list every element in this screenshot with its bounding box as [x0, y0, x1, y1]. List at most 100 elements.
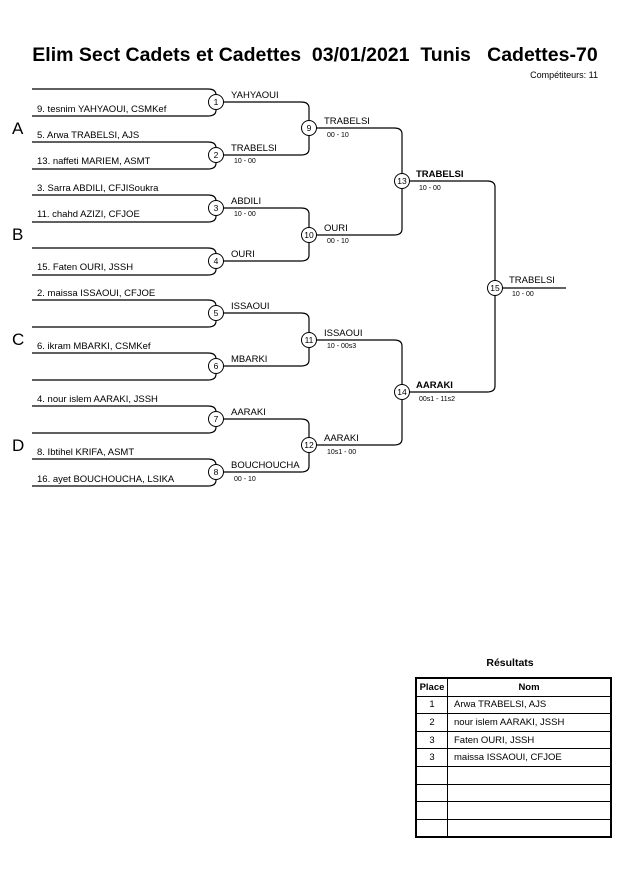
bracket-line — [309, 339, 403, 446]
match-score: 00 - 10 — [327, 238, 349, 245]
column-header-place: Place — [415, 677, 448, 697]
match-number: 15 — [490, 283, 500, 293]
match-number: 14 — [397, 387, 407, 397]
match-score: 10 - 00 — [419, 185, 441, 192]
match-score: 10 - 00 — [234, 211, 256, 218]
match-winner: AARAKI — [416, 380, 453, 391]
match-number-marker: 1 — [208, 94, 224, 110]
column-header-name: Nom — [447, 677, 612, 697]
pool-label: B — [12, 225, 23, 244]
match-number: 5 — [214, 308, 219, 318]
match-number-marker: 13 — [394, 173, 410, 189]
competitor-count: Compétiteurs: 11 — [530, 70, 598, 80]
result-name: nour islem AARAKI, JSSH — [447, 713, 612, 732]
match-number-marker: 6 — [208, 358, 224, 374]
match-winner: ISSAOUI — [324, 328, 363, 339]
pool-label: C — [12, 330, 24, 349]
match-score: 00 - 10 — [327, 132, 349, 139]
match-number-marker: 14 — [394, 384, 410, 400]
entrant-name: 8. Ibtihel KRIFA, ASMT — [37, 447, 134, 458]
match-number: 3 — [214, 203, 219, 213]
match-number-marker: 5 — [208, 305, 224, 321]
bracket-line — [309, 127, 403, 236]
match-number-marker: 8 — [208, 464, 224, 480]
result-name — [447, 801, 612, 820]
bracket-line — [32, 352, 217, 381]
match-winner: MBARKI — [231, 354, 267, 365]
result-place — [415, 783, 448, 803]
match-number: 10 — [304, 230, 314, 240]
match-score: 10s1 - 00 — [327, 449, 356, 456]
match-number-marker: 11 — [301, 332, 317, 348]
match-number-marker: 10 — [301, 227, 317, 243]
match-number: 13 — [397, 176, 407, 186]
pool-label: A — [12, 119, 24, 138]
final-winner: TRABELSI — [509, 275, 555, 286]
entrant-name: 13. naffeti MARIEM, ASMT — [37, 156, 151, 167]
match-score: 10 - 00s3 — [327, 343, 356, 350]
bracket-line — [32, 405, 217, 434]
match-number-marker: 9 — [301, 120, 317, 136]
result-place: 3 — [415, 730, 448, 750]
match-winner: OURI — [324, 223, 348, 234]
match-score: 00s1 - 11s2 — [419, 396, 455, 403]
page-title: Elim Sect Cadets et Cadettes 03/01/2021 … — [32, 44, 598, 66]
match-winner: TRABELSI — [324, 116, 370, 127]
match-winner: YAHYAOUI — [231, 90, 279, 101]
match-number-marker: 12 — [301, 437, 317, 453]
result-place: 2 — [415, 713, 448, 732]
result-place: 3 — [415, 748, 448, 767]
table-row: 1 Arwa TRABELSI, AJS — [415, 695, 612, 715]
table-row — [415, 801, 612, 820]
match-winner: ABDILI — [231, 196, 261, 207]
match-score: 10 - 00 — [234, 158, 256, 165]
entrant-name: 4. nour islem AARAKI, JSSH — [37, 394, 158, 405]
entrant-name: 3. Sarra ABDILI, CFJISoukra — [37, 183, 159, 194]
entrant-name: 2. maissa ISSAOUI, CFJOE — [37, 288, 155, 299]
match-winner: OURI — [231, 249, 255, 260]
match-number: 12 — [304, 440, 314, 450]
match-number: 1 — [214, 97, 219, 107]
table-row — [415, 818, 612, 838]
entrant-name: 11. chahd AZIZI, CFJOE — [37, 209, 140, 220]
table-row — [415, 765, 612, 785]
entrant-name: 5. Arwa TRABELSI, AJS — [37, 130, 139, 141]
match-winner: BOUCHOUCHA — [231, 460, 300, 471]
result-name — [447, 818, 612, 838]
match-number: 9 — [307, 123, 312, 133]
match-number: 8 — [214, 467, 219, 477]
match-number-marker: 3 — [208, 200, 224, 216]
match-winner: AARAKI — [231, 407, 266, 418]
table-row: 2 nour islem AARAKI, JSSH — [415, 713, 612, 732]
match-number: 11 — [305, 335, 314, 345]
match-winner: AARAKI — [324, 433, 359, 444]
match-number: 6 — [214, 361, 219, 371]
results-title: Résultats — [486, 657, 534, 669]
table-row: 3 maissa ISSAOUI, CFJOE — [415, 748, 612, 767]
results-header-row: Place Nom — [415, 677, 612, 697]
result-place: 1 — [415, 695, 448, 715]
results-table: Place Nom 1 Arwa TRABELSI, AJS 2 nour is… — [415, 677, 612, 839]
table-row: 3 Faten OURI, JSSH — [415, 730, 612, 750]
entrant-name: 6. ikram MBARKI, CSMKef — [37, 341, 151, 352]
match-number-marker: 2 — [208, 147, 224, 163]
match-number: 7 — [214, 414, 219, 424]
result-name: maissa ISSAOUI, CFJOE — [447, 748, 612, 767]
match-winner: TRABELSI — [231, 143, 277, 154]
bracket-line — [216, 207, 310, 262]
bracket-line — [32, 299, 217, 328]
result-name: Arwa TRABELSI, AJS — [447, 695, 612, 715]
entrant-name: 15. Faten OURI, JSSH — [37, 262, 133, 273]
match-number-marker: 15 — [487, 280, 503, 296]
match-score: 00 - 10 — [234, 476, 256, 483]
match-number-marker: 4 — [208, 253, 224, 269]
table-row — [415, 783, 612, 803]
entrant-name: 9. tesnim YAHYAOUI, CSMKef — [37, 104, 167, 115]
match-winner: ISSAOUI — [231, 301, 270, 312]
result-place — [415, 818, 448, 838]
entrant-name: 16. ayet BOUCHOUCHA, LSIKA — [37, 474, 175, 485]
match-number: 2 — [214, 150, 219, 160]
pool-label: D — [12, 436, 24, 455]
result-name — [447, 765, 612, 785]
match-number: 4 — [214, 256, 219, 266]
